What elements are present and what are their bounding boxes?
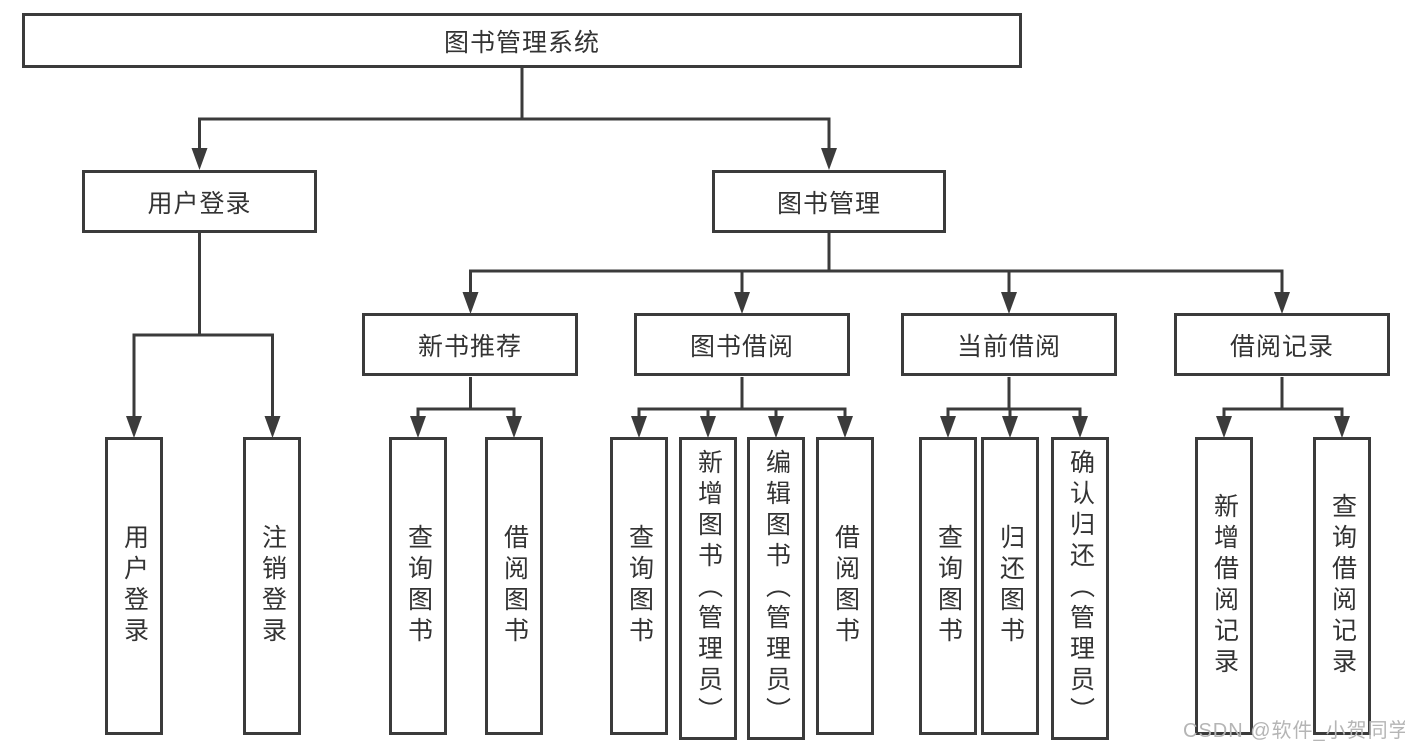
leaf-add-book-admin: 新增图书（管理员） — [679, 437, 737, 740]
node-book-management: 图书管理 — [712, 170, 946, 233]
leaf-logout: 注销登录 — [243, 437, 301, 735]
leaf-borrow-books-borrow: 借阅图书 — [816, 437, 874, 735]
node-library-management-system: 图书管理系统 — [22, 13, 1022, 68]
leaf-query-borrow-record: 查询借阅记录 — [1313, 437, 1371, 735]
node-current-borrow: 当前借阅 — [901, 313, 1117, 376]
leaf-user-login: 用户登录 — [105, 437, 163, 735]
leaf-query-books-borrow: 查询图书 — [610, 437, 668, 735]
leaf-add-borrow-record: 新增借阅记录 — [1195, 437, 1253, 735]
leaf-query-books-recommend: 查询图书 — [389, 437, 447, 735]
leaf-confirm-return-admin: 确认归还（管理员） — [1051, 437, 1109, 740]
node-new-book-recommend: 新书推荐 — [362, 313, 578, 376]
leaf-edit-book-admin: 编辑图书（管理员） — [747, 437, 805, 740]
leaf-borrow-books-recommend: 借阅图书 — [485, 437, 543, 735]
leaf-query-books-current: 查询图书 — [919, 437, 977, 735]
node-user-login: 用户登录 — [82, 170, 317, 233]
csdn-watermark: CSDN @软件_小贺同学 — [1183, 720, 1405, 742]
node-book-borrow: 图书借阅 — [634, 313, 850, 376]
leaf-return-books: 归还图书 — [981, 437, 1039, 735]
node-borrow-records: 借阅记录 — [1174, 313, 1390, 376]
